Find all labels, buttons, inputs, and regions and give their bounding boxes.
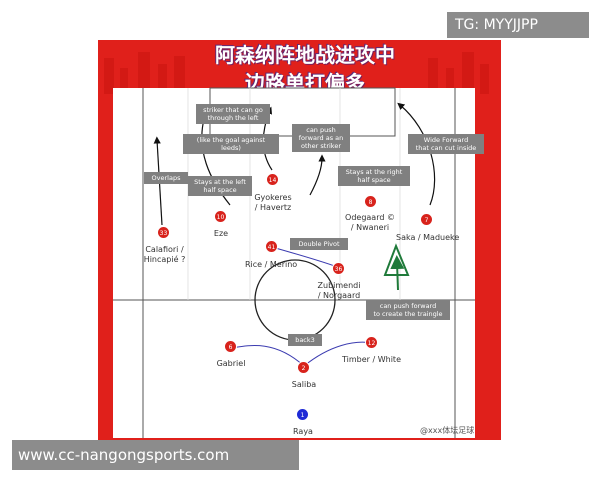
goalkeeper-marker: 1: [296, 408, 309, 421]
player-marker: 12: [365, 336, 378, 349]
player-name: Rice / Merino: [245, 260, 298, 269]
player-marker: 41: [265, 240, 278, 253]
decorative-background-pattern: [104, 52, 489, 94]
player-marker: 10: [214, 210, 227, 223]
player-marker: 8: [364, 195, 377, 208]
tg-watermark: TG: MYYJJPP: [447, 12, 589, 38]
player-name: Saliba: [291, 380, 317, 389]
player-name: Eze: [213, 229, 229, 238]
annotation-right-half-space: Stays at the right half space: [338, 166, 410, 186]
title-line-1: 阿森纳阵地战进攻中: [215, 43, 395, 67]
site-url-watermark: www.cc-nangongsports.com: [12, 440, 299, 470]
player-marker: 2: [297, 361, 310, 374]
player-name: Saka / Madueke: [396, 233, 460, 242]
player-name: Raya: [293, 427, 313, 436]
player-name: Calafiori / Hincapié ?: [143, 245, 186, 264]
player-name: Odegaard © / Nwaneri: [345, 213, 395, 232]
player-marker: 7: [420, 213, 433, 226]
annotation-striker-left: striker that can go through the left: [196, 104, 270, 124]
player-marker: 14: [266, 173, 279, 186]
annotation-goal-leeds: (like the goal against leeds): [183, 134, 279, 154]
player-name: Gabriel: [216, 359, 246, 368]
annotation-left-half-space: Stays at the left half space: [188, 176, 252, 196]
annotation-back3: back3: [288, 334, 322, 346]
player-name: Timber / White: [342, 355, 401, 364]
player-marker: 36: [332, 262, 345, 275]
annotation-overlaps: Overlaps: [144, 172, 188, 184]
player-marker: 33: [157, 226, 170, 239]
annotation-push-forward-striker: can push forward as an other striker: [292, 124, 350, 152]
triangle-arrow: [383, 243, 410, 291]
player-marker: 6: [224, 340, 237, 353]
annotation-create-triangle: can push forward to create the traingle: [366, 300, 450, 320]
weibo-watermark: @xxx体坛足球: [420, 426, 475, 435]
annotation-wide-forward: Wide Forward that can cut inside: [408, 134, 484, 154]
player-name: Zubimendi / Norgaard: [317, 281, 361, 300]
annotation-double-pivot: Double Pivot: [290, 238, 348, 250]
player-name: Gyokeres / Havertz: [254, 193, 292, 212]
